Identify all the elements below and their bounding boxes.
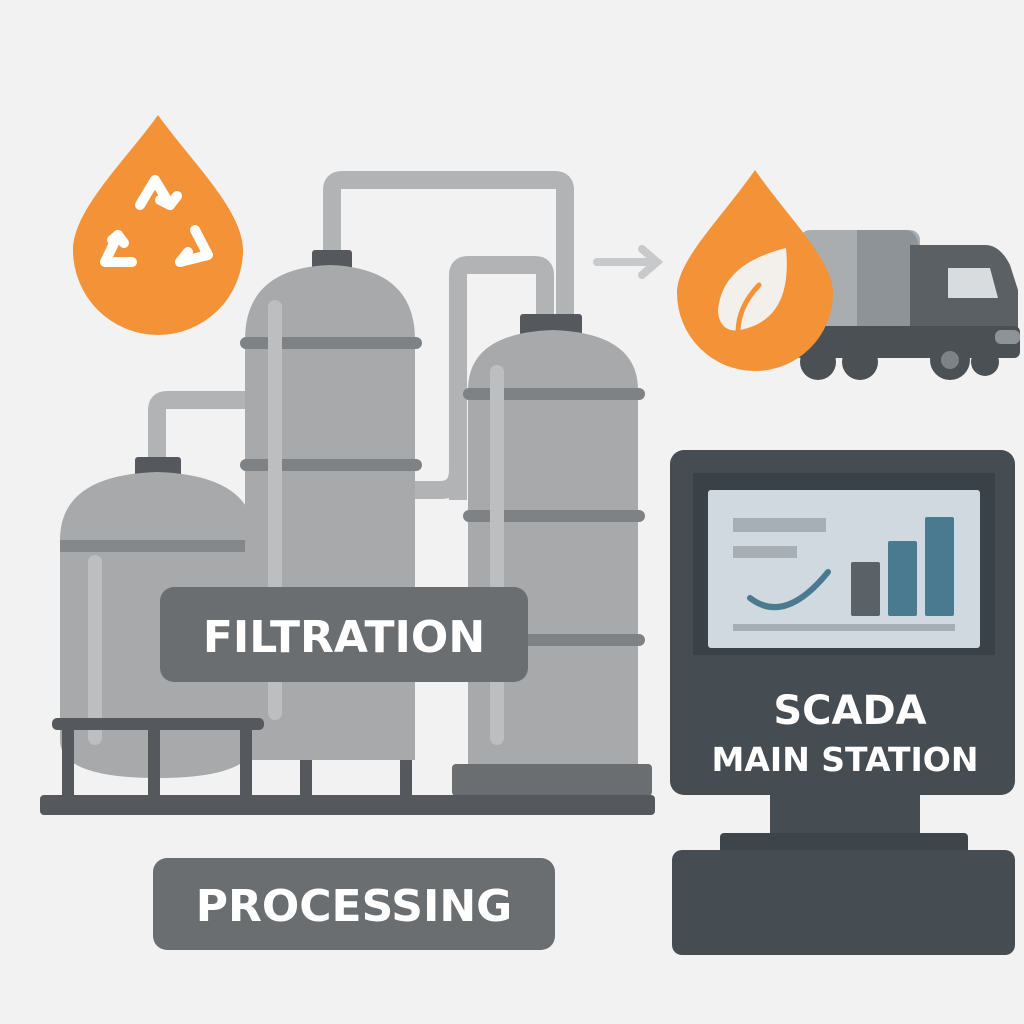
screen-bar (888, 541, 917, 616)
filtration-text: FILTRATION (203, 612, 485, 663)
recycle-drop (73, 115, 243, 335)
scada-subtitle: MAIN STATION (712, 740, 979, 779)
screen-bar (925, 517, 954, 616)
filtration-label: FILTRATION (160, 587, 528, 682)
pipes (148, 171, 574, 500)
right-tank (452, 314, 652, 796)
screen-bar (851, 562, 880, 616)
recycle-icon (100, 175, 213, 267)
arrow-right-icon (593, 245, 664, 279)
processing-label: PROCESSING (153, 858, 555, 950)
left-tank (60, 457, 255, 778)
trend-line (747, 569, 831, 611)
leaf-icon (718, 248, 787, 336)
processing-text: PROCESSING (196, 881, 513, 932)
scada-title: SCADA (773, 688, 926, 734)
screen-bar-chart (851, 517, 954, 616)
base-frame (40, 718, 655, 815)
scada-monitor: SCADA MAIN STATION (670, 450, 1015, 955)
tall-tank (240, 250, 422, 760)
leaf-drop (677, 170, 833, 371)
